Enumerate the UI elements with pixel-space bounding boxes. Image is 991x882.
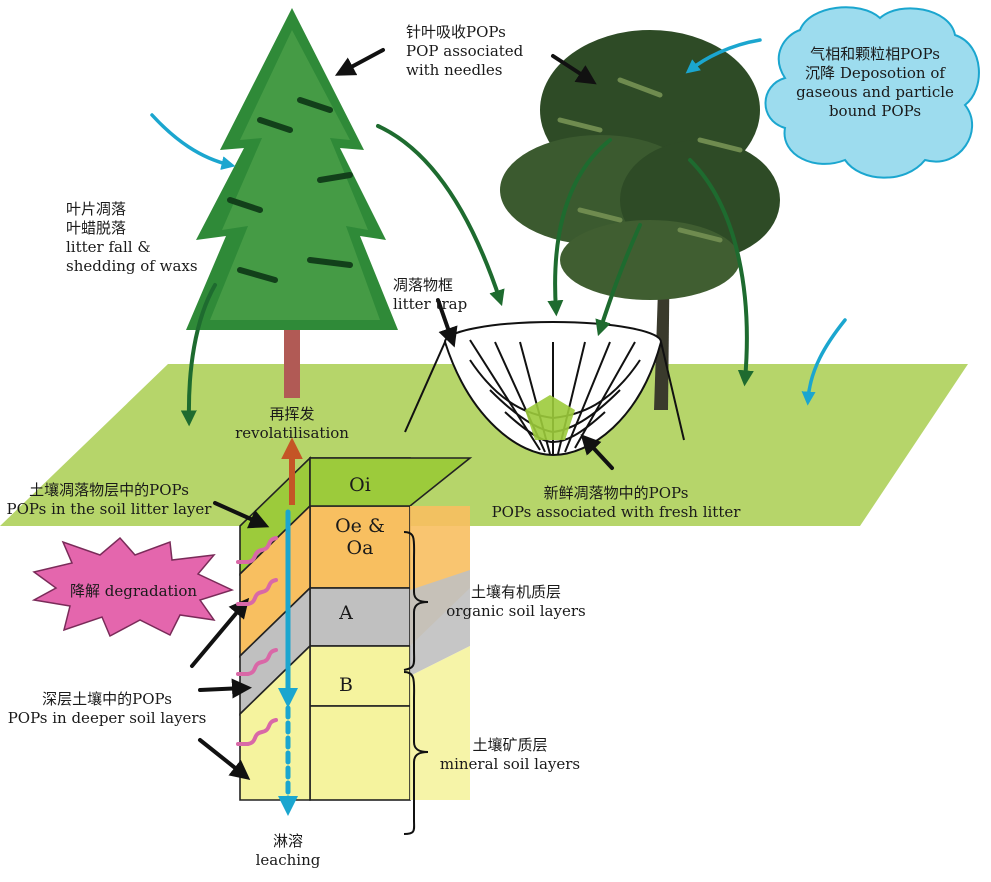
litterfall-arrow-3 [547,138,612,317]
degradation-squiggle-4 [236,718,278,746]
mineral-band [410,646,470,800]
littertrap-pointer [436,298,458,348]
freshlitter-label: 新鲜凋落物中的POPs POPs associated with fresh l… [486,484,746,522]
soil-profile [239,456,473,801]
degradation-burst [31,536,235,638]
needles-label: 针叶吸收POPs POP associated with needles [406,23,523,80]
litterfall-arrow-4 [595,223,642,337]
litterfall-label-zh1: 叶片凋落 [66,200,127,218]
pine-tree-icon [500,30,780,410]
conifer-tree-icon [186,8,398,398]
needles-label-en1: POP associated [406,42,524,60]
deposition-label-l3: gaseous and particle [796,83,954,101]
degradation-squiggle-3 [236,648,278,676]
organic-label: 土壤有机质层 organic soil layers [442,583,590,621]
layer-label-oi: Oi [349,474,371,496]
degradation-squiggle-2 [236,578,278,606]
organic-band-grey [410,570,470,676]
layer-label-a: A [339,602,353,624]
mineral-label: 土壤矿质层 mineral soil layers [436,736,584,774]
degradation-label: 降解 degradation [70,582,198,600]
deposition-cloud [764,6,980,179]
deeper-pointer-3 [198,738,251,780]
mineral-bracket [403,671,429,835]
leaching-label: 淋溶 leaching [238,832,338,870]
freshlitter-label-zh: 新鲜凋落物中的POPs [543,484,689,502]
littertrap-label-en: litter trap [393,295,468,313]
litterfall-label: 叶片凋落 叶蜡脱落 litter fall & shedding of waxs [66,200,198,276]
mineral-label-en: mineral soil layers [439,755,581,773]
deeper-pointer-2 [198,678,252,699]
deeper-label: 深层土壤中的POPs POPs in deeper soil layers [0,690,214,728]
organic-label-en: organic soil layers [446,602,586,620]
needles-label-en2: with needles [406,61,503,79]
litterfall-arrow-1 [180,283,217,427]
layer-label-oe: Oe & Oa [310,515,410,559]
litterfall-label-zh2: 叶蜡脱落 [66,219,127,237]
needle-pointer-right [551,54,597,85]
deposition-label-l2: 沉降 Deposotion of [805,64,945,82]
leaching-label-zh: 淋溶 [272,832,303,850]
soillitter-label: 土壤凋落物层中的POPs POPs in the soil litter lay… [0,481,218,519]
litterfall-arrow-5 [688,158,754,387]
freshlitter-pointer [580,434,614,470]
littertrap-label-zh: 凋落物框 [393,276,454,294]
deposition-arrow-3 [801,318,847,406]
needles-label-zh: 针叶吸收POPs [406,23,506,41]
litterfall-label-en1: litter fall & [66,238,151,256]
litterfall-arrow-2 [376,124,505,307]
layer-label-b: B [339,674,353,696]
layer-label-oe-line1: Oe & [335,515,385,537]
degradation-squiggle-1 [236,536,278,564]
littertrap-label: 凋落物框 litter trap [393,276,467,314]
litterfall-label-en2: shedding of waxs [66,257,198,275]
organic-bracket [403,531,429,671]
soillitter-label-en: POPs in the soil litter layer [6,500,212,518]
revolatilisation-label-zh: 再挥发 [269,405,315,423]
ground-plane [0,364,968,526]
layer-label-oe-line2: Oa [346,537,374,559]
revolatilisation-label: 再挥发 revolatilisation [222,405,362,443]
deeper-label-en: POPs in deeper soil layers [7,709,207,727]
organic-label-zh: 土壤有机质层 [470,583,561,601]
revolatilisation-label-en: revolatilisation [235,424,349,442]
soillitter-pointer [213,501,270,529]
deeper-label-zh: 深层土壤中的POPs [42,690,172,708]
layer-b2-front [309,705,411,801]
deposition-arrow-1 [150,113,236,170]
deposition-label: 气相和颗粒相POPs 沉降 Deposotion of gaseous and … [780,45,970,121]
soillitter-label-zh: 土壤凋落物层中的POPs [29,481,189,499]
deposition-arrow-2 [685,38,762,74]
deeper-pointer-1 [190,597,250,668]
deposition-label-l4: bound POPs [828,102,922,120]
deposition-label-zh: 气相和颗粒相POPs [810,45,940,63]
freshlitter-label-en: POPs associated with fresh litter [491,503,741,521]
needle-pointer-left [334,48,385,76]
mineral-label-zh: 土壤矿质层 [472,736,548,754]
leaching-label-en: leaching [255,851,321,869]
